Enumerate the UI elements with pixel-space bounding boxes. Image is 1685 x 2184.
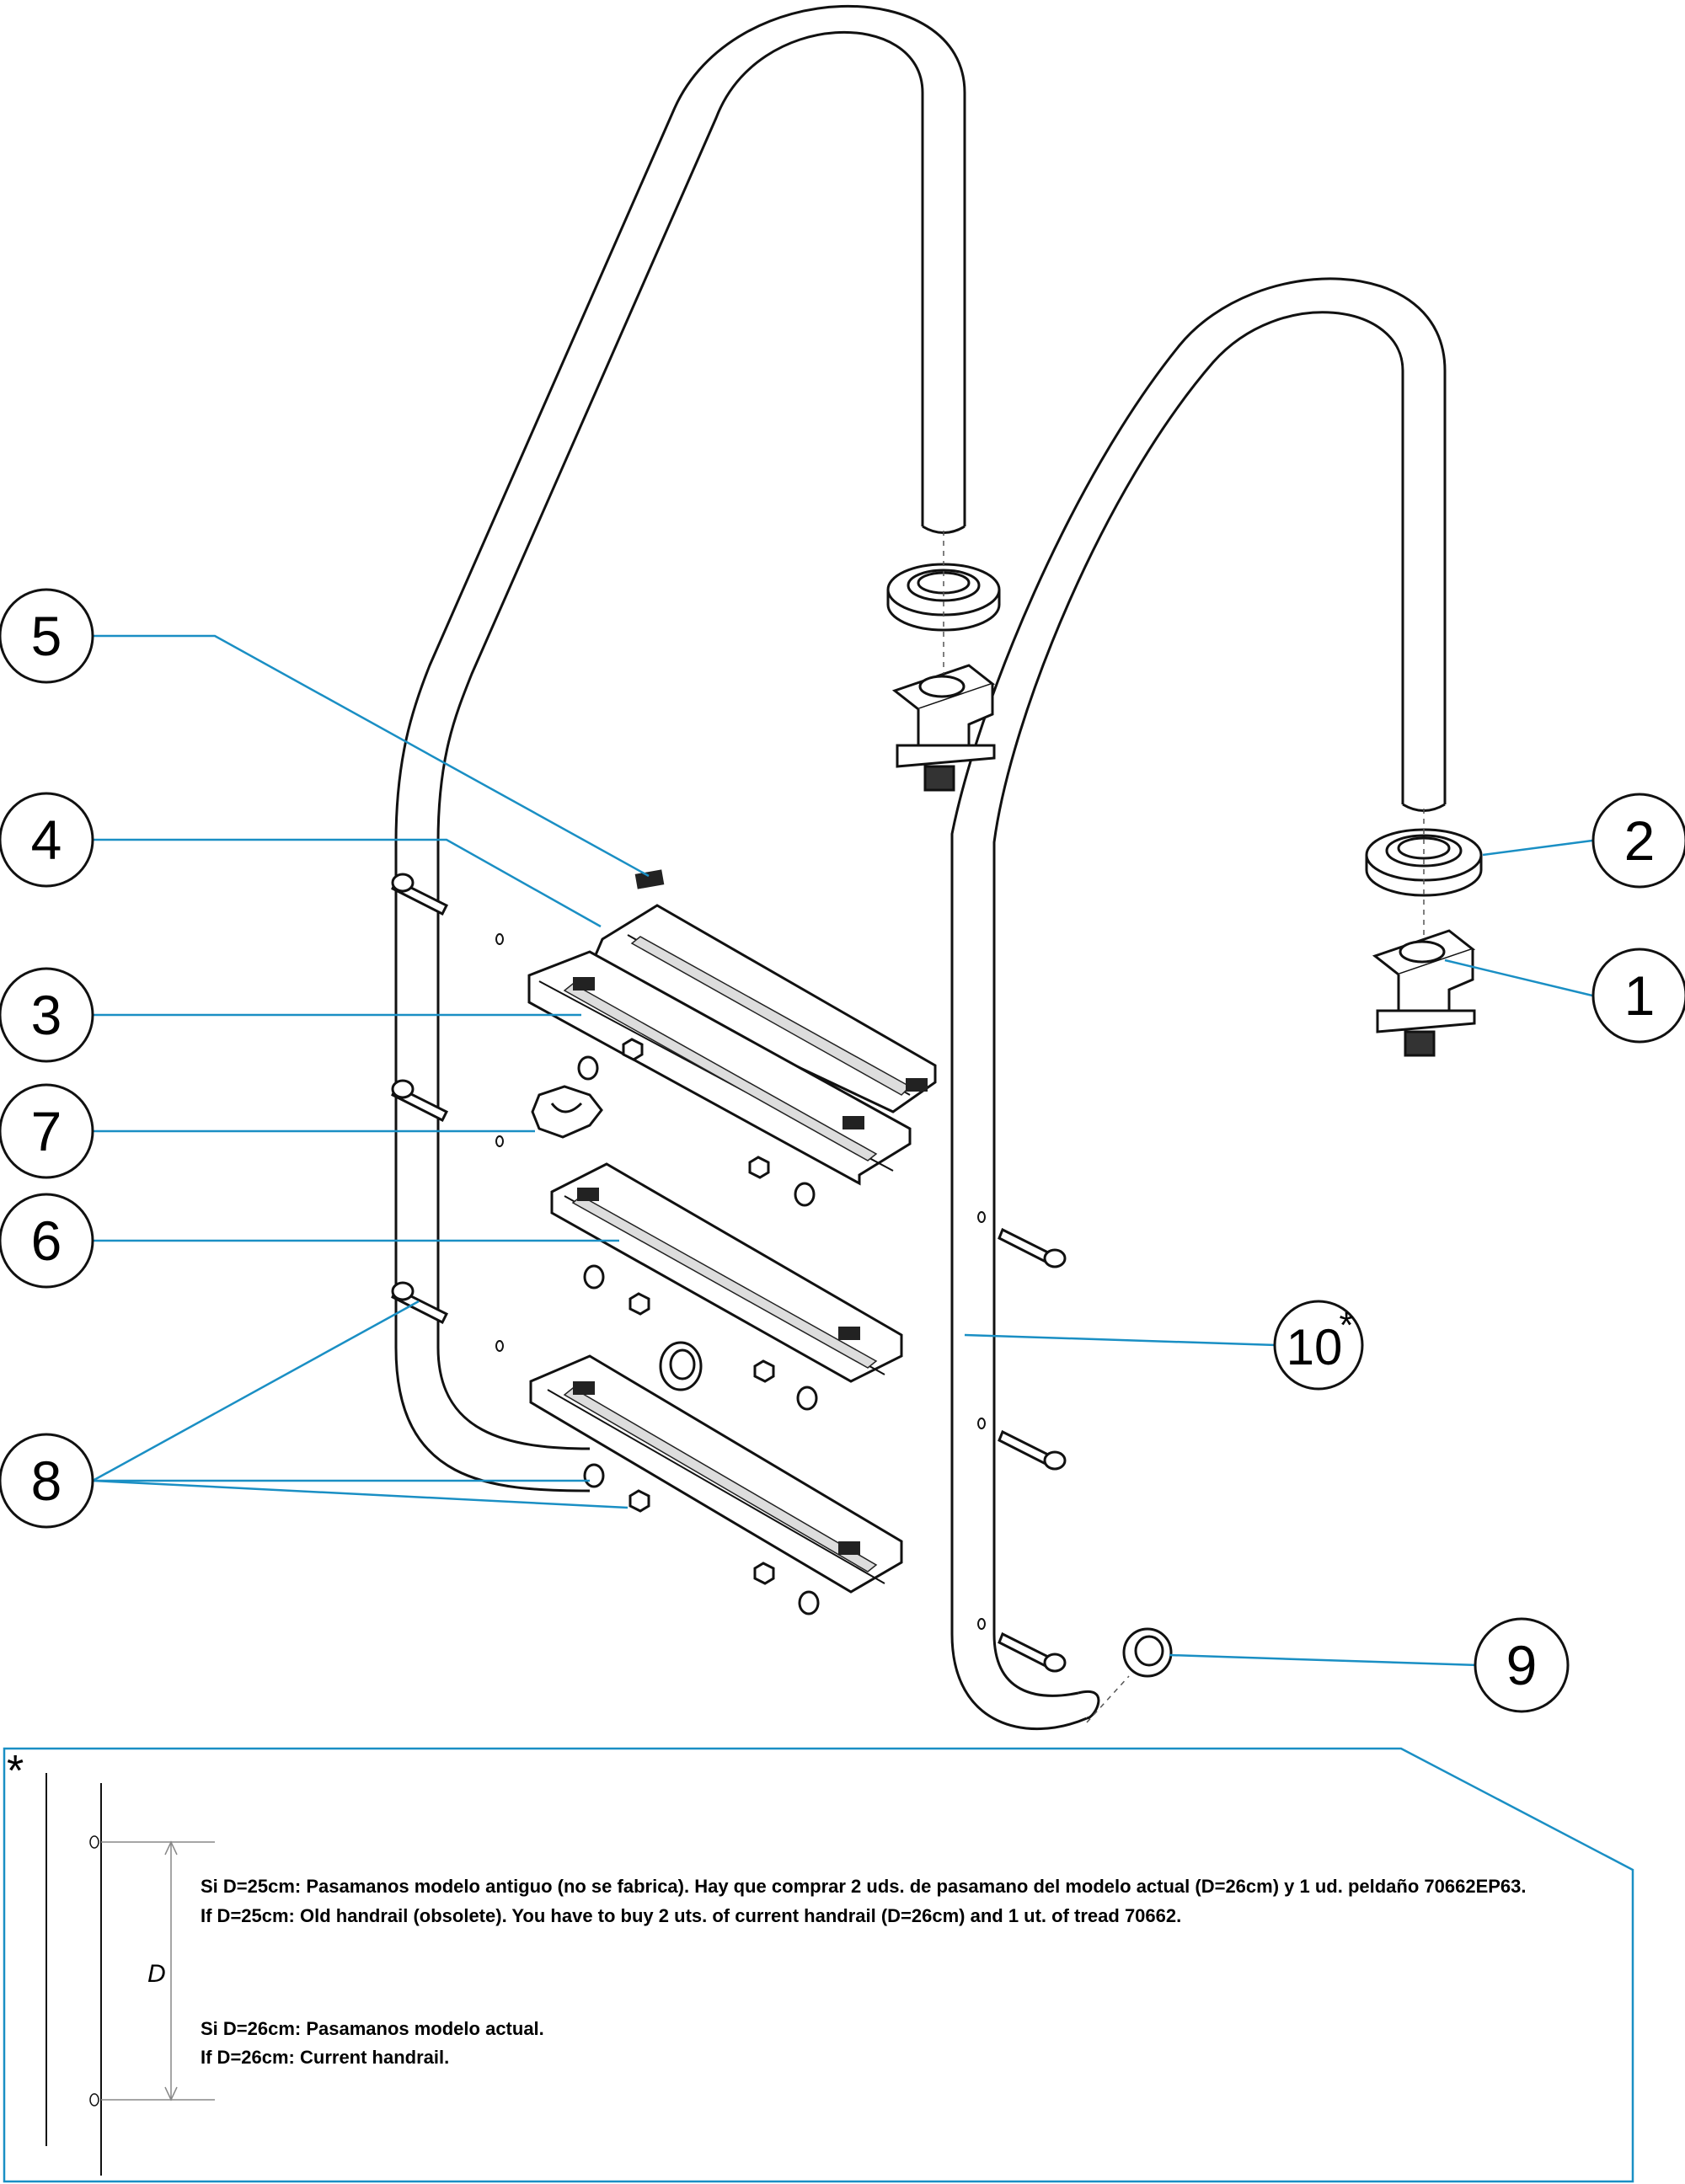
callout-8-label: 8 [31, 1450, 62, 1512]
callout-2-label: 2 [1624, 809, 1656, 872]
note-line1-es: Si D=25cm: Pasamanos modelo antiguo (no … [201, 1876, 1527, 1897]
callout-6: 6 [0, 1193, 94, 1289]
callout-10-label: 10 [1286, 1319, 1343, 1375]
callout-10: 10 * [1273, 1300, 1364, 1391]
note-line2-en: If D=26cm: Current handrail. [201, 2047, 449, 2068]
end-cap-bottom [1122, 1627, 1173, 1678]
note-asterisk: * [7, 1747, 24, 1796]
callout-5-label: 5 [31, 605, 62, 667]
callout-7-label: 7 [31, 1100, 62, 1162]
handrail-holes [495, 933, 986, 1630]
note-line2-es: Si D=26cm: Pasamanos modelo actual. [201, 2018, 544, 2039]
nuts [622, 1038, 775, 1585]
callout-4-label: 4 [31, 809, 62, 871]
leader-lines [92, 634, 1593, 1667]
callout-10-asterisk: * [1339, 1305, 1353, 1346]
callout-8: 8 [0, 1433, 94, 1529]
end-cap-middle [659, 1341, 703, 1391]
bolts-right [998, 1227, 1067, 1673]
dimension-d-label: D [147, 1960, 166, 1988]
dimension-detail [45, 1773, 215, 2176]
callout-4: 4 [0, 792, 94, 888]
note-line1-en: If D=25cm: Old handrail (obsolete). You … [201, 1905, 1181, 1926]
bolts-left [391, 873, 449, 1325]
tread-grip-patterns [563, 936, 912, 1573]
callout-3: 3 [0, 967, 94, 1063]
note-box: * D Si D=25cm: Pasamanos modelo antiguo … [3, 1747, 1634, 2183]
anchor-socket-right [1372, 929, 1476, 1057]
callout-6-label: 6 [31, 1209, 62, 1272]
escutcheon-plate-right [1365, 828, 1483, 897]
anchor-socket-upper [891, 664, 996, 792]
callout-3-label: 3 [31, 984, 62, 1046]
pipe-ends [922, 525, 1446, 812]
callout-9-label: 9 [1506, 1634, 1538, 1696]
callout-7: 7 [0, 1083, 94, 1179]
clamp-part [531, 1085, 603, 1139]
handrail-left [394, 4, 966, 1492]
callout-5: 5 [0, 588, 94, 684]
washers [577, 1055, 820, 1615]
non-slip-pads [573, 869, 928, 1555]
callout-1: 1 [1591, 948, 1685, 1044]
callout-2: 2 [1591, 793, 1685, 889]
callout-9: 9 [1474, 1617, 1570, 1713]
handrail-right [950, 277, 1447, 1730]
callout-1-label: 1 [1624, 964, 1656, 1027]
assembly-axis-lines [943, 531, 1425, 1723]
